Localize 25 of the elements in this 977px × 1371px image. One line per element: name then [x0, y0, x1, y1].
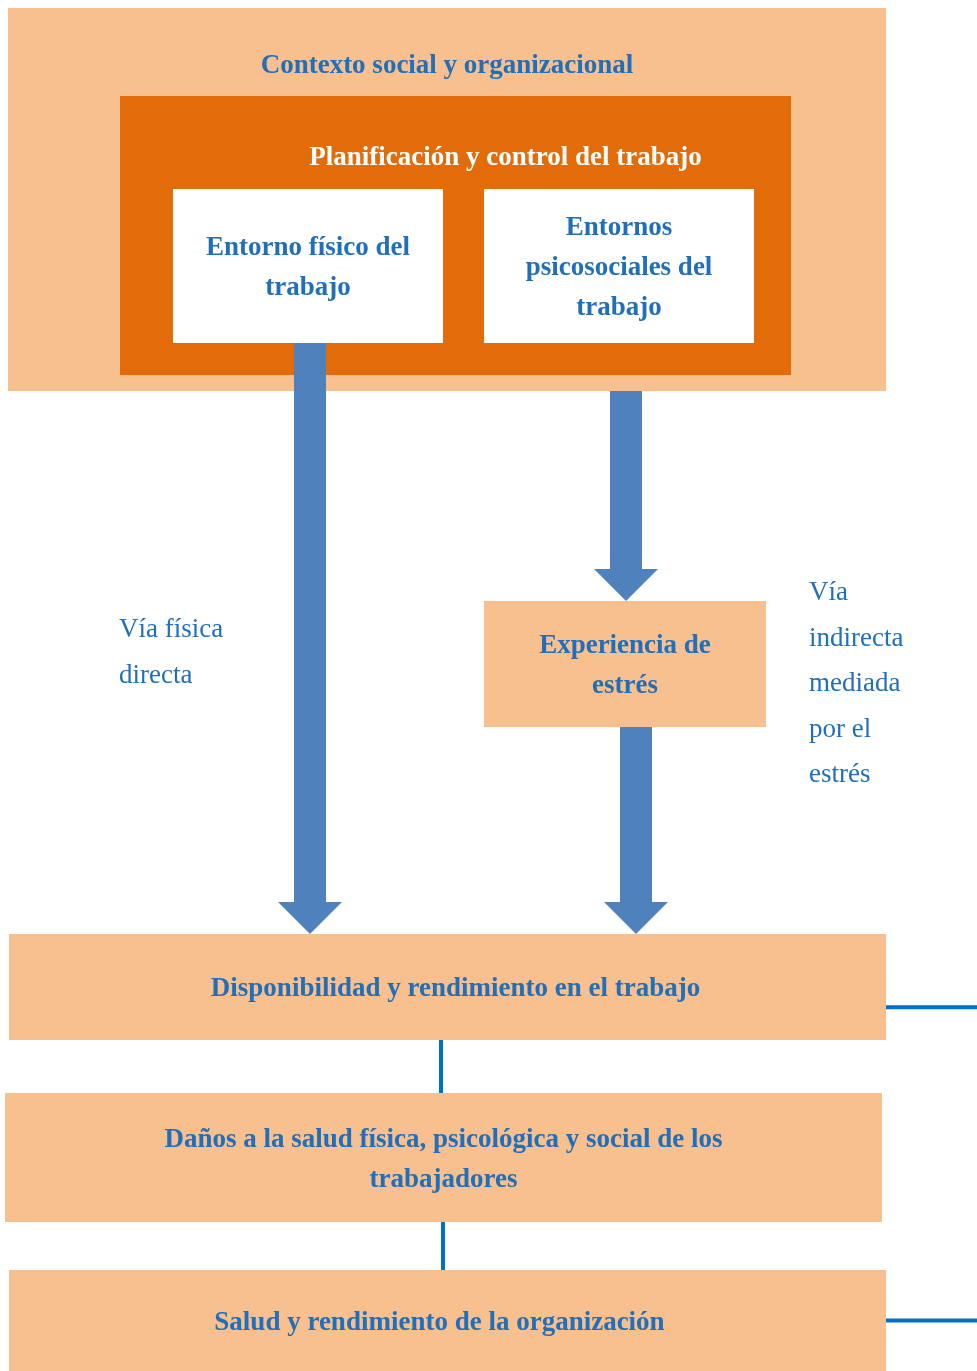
text-box: [8, 8, 886, 391]
connector-line: [441, 1222, 445, 1270]
box-title: Daños a la salud física, psicológica y social de los trabajadores: [163, 1121, 724, 1195]
block-arrow: [278, 343, 342, 934]
block-arrow: [594, 391, 658, 601]
connector-line: [439, 1040, 443, 1093]
path-label: Vía física directa: [119, 612, 225, 691]
text-box: [484, 601, 766, 727]
block-arrow: [604, 727, 668, 934]
box-title: Experiencia de estrés: [538, 628, 712, 701]
text-box: [120, 96, 791, 375]
text-box: [173, 189, 443, 343]
box-title: Salud y rendimiento de la organización: [214, 1304, 665, 1338]
box-title: Disponibilidad y rendimiento en el trabajo: [210, 971, 701, 1004]
path-label: Vía indirecta mediada por el estrés: [809, 575, 905, 790]
connector-line: [886, 1318, 977, 1323]
box-title: Contexto social y organizacional: [260, 48, 634, 81]
connector-line: [886, 1005, 977, 1010]
text-box: [5, 1093, 882, 1222]
box-title: Entornos psicosociales del trabajo: [524, 210, 714, 323]
text-box: [484, 189, 754, 343]
box-title: Entorno físico del trabajo: [205, 230, 411, 303]
text-box: [9, 1270, 886, 1371]
text-box: [9, 934, 886, 1040]
box-title: Planificación y control del trabajo: [309, 140, 702, 173]
